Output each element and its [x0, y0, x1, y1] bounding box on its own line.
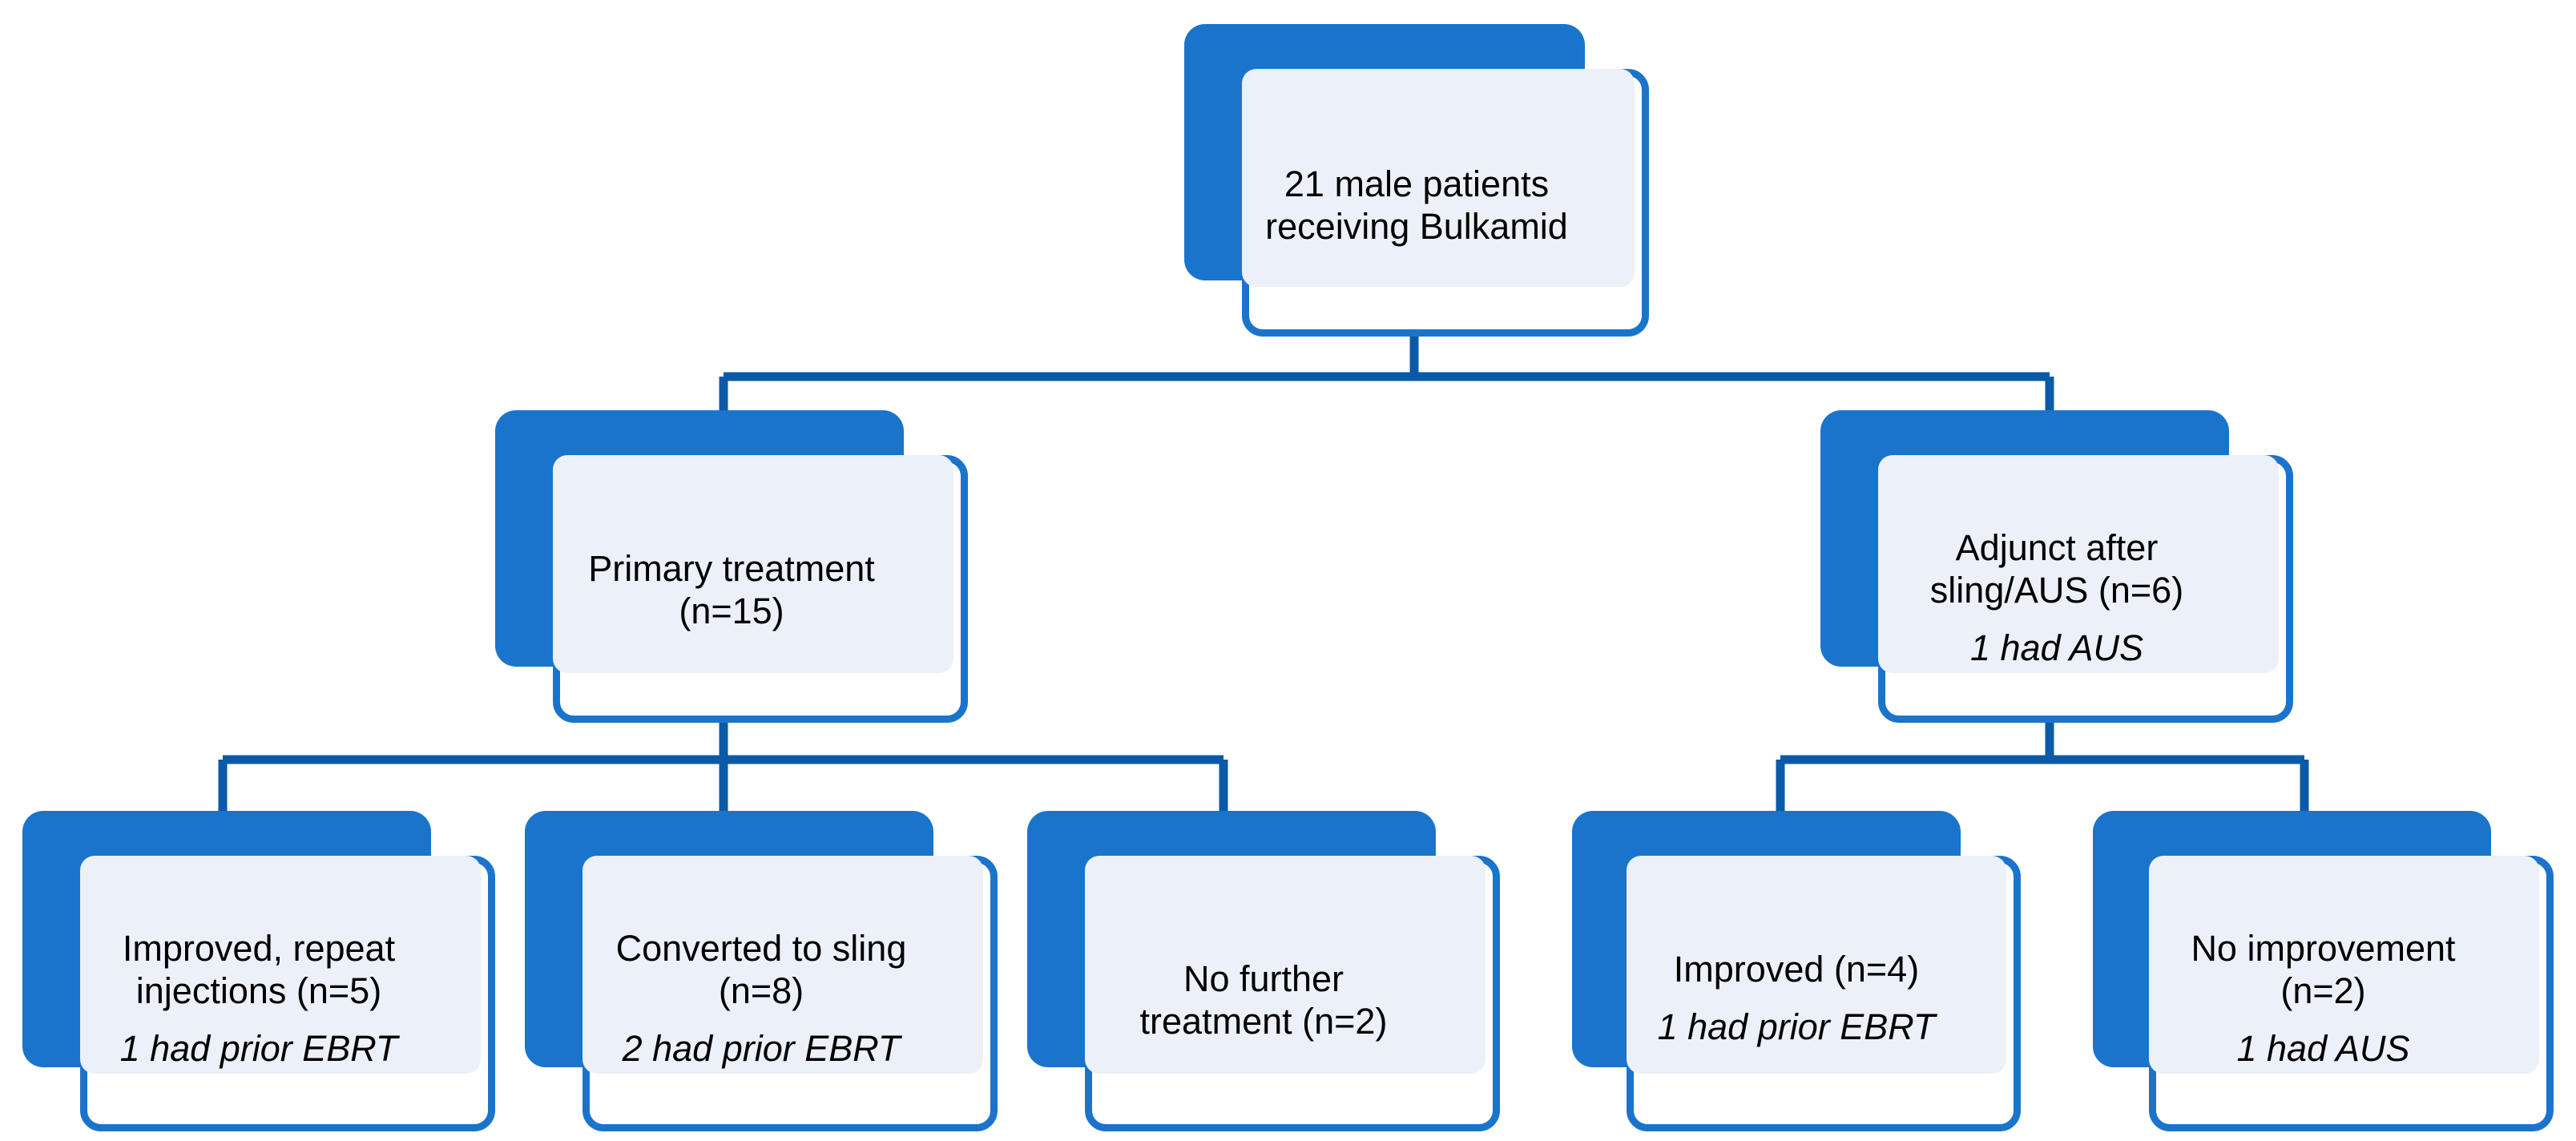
node-label-sub: 1 had prior EBRT — [119, 1028, 398, 1070]
node-label-sub: 1 had AUS — [1970, 627, 2143, 669]
node-inner-fill — [1878, 455, 2279, 673]
node-label-sub: 1 had AUS — [2236, 1028, 2410, 1070]
node-inner-fill — [2149, 856, 2539, 1074]
node-adjunct-after-sling-aus[interactable]: Adjunct after sling/AUS (n=6) 1 had AUS — [1820, 410, 2293, 723]
node-label-main: No improvement (n=2) — [2191, 928, 2456, 1012]
node-label: Primary treatment (n=15) — [495, 505, 968, 632]
node-label: Improved (n=4) 1 had prior EBRT — [1572, 905, 2021, 1091]
node-no-further-treatment[interactable]: No further treatment (n=2) — [1027, 811, 1500, 1131]
node-inner-fill — [80, 856, 481, 1074]
node-inner-fill — [583, 856, 983, 1074]
node-inner-fill — [553, 455, 953, 673]
node-label: No improvement (n=2) 1 had AUS — [2093, 885, 2554, 1112]
node-label-main: 21 male patients receiving Bulkamid — [1265, 163, 1568, 248]
node-root[interactable]: 21 male patients receiving Bulkamid — [1184, 24, 1649, 337]
node-label-main: Improved (n=4) — [1673, 949, 1920, 990]
node-inner-fill — [1242, 69, 1635, 287]
node-converted-to-sling[interactable]: Converted to sling (n=8) 2 had prior EBR… — [525, 811, 998, 1131]
node-inner-fill — [1627, 856, 2006, 1074]
node-primary-treatment[interactable]: Primary treatment (n=15) — [495, 410, 968, 723]
node-label-main: Converted to sling (n=8) — [615, 928, 907, 1012]
node-label-main: Adjunct after sling/AUS (n=6) — [1929, 527, 2184, 611]
node-label: Converted to sling (n=8) 2 had prior EBR… — [525, 885, 998, 1112]
node-label-main: No further treatment (n=2) — [1139, 958, 1388, 1042]
node-improved-adjunct[interactable]: Improved (n=4) 1 had prior EBRT — [1572, 811, 2021, 1131]
node-improved-repeat-injections[interactable]: Improved, repeat injections (n=5) 1 had … — [22, 811, 495, 1131]
node-label: 21 male patients receiving Bulkamid — [1184, 120, 1649, 248]
node-label-main: Improved, repeat injections (n=5) — [122, 928, 396, 1012]
node-label: No further treatment (n=2) — [1027, 915, 1500, 1042]
node-label-sub: 1 had prior EBRT — [1657, 1006, 1936, 1048]
node-inner-fill — [1085, 856, 1486, 1074]
node-label-main: Primary treatment (n=15) — [588, 548, 875, 632]
node-label-sub: 2 had prior EBRT — [622, 1028, 901, 1070]
node-label: Improved, repeat injections (n=5) 1 had … — [22, 885, 495, 1112]
node-label: Adjunct after sling/AUS (n=6) 1 had AUS — [1820, 484, 2293, 712]
node-no-improvement[interactable]: No improvement (n=2) 1 had AUS — [2093, 811, 2554, 1131]
